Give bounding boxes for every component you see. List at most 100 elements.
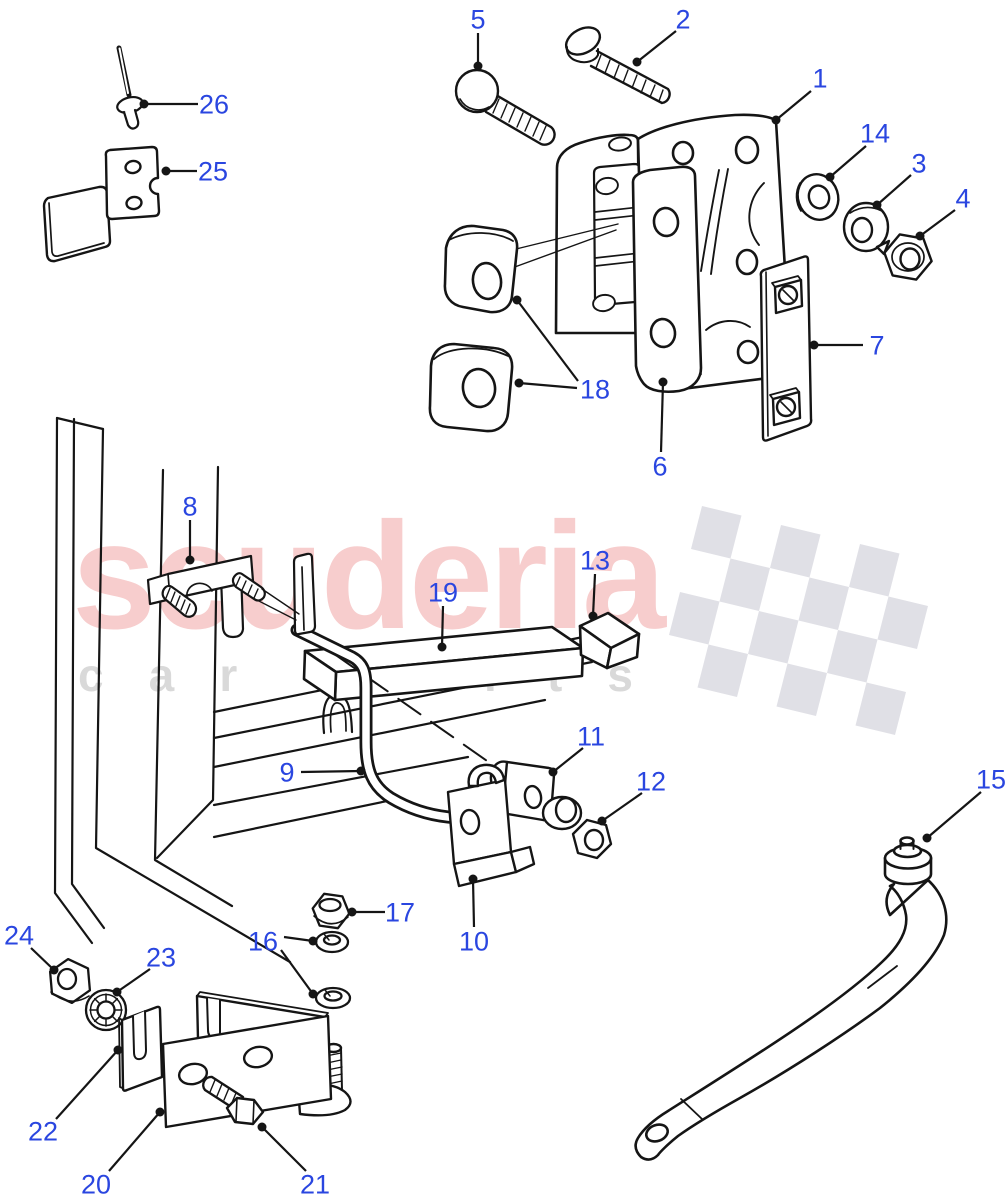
leader-line	[552, 747, 584, 773]
part-18-buffers	[428, 224, 519, 433]
callout-number: 17	[385, 898, 415, 928]
part-14-washer	[795, 173, 840, 221]
leader-line	[108, 1111, 161, 1172]
callout-2: 2	[632, 5, 691, 67]
callout-number: 19	[428, 578, 458, 608]
callout-number: 4	[955, 184, 970, 214]
callout-number: 13	[580, 546, 610, 576]
part-15-lever	[634, 836, 948, 1161]
part-3-nut	[842, 201, 891, 256]
leader-dot	[548, 767, 558, 777]
leader-line	[775, 90, 812, 121]
leader-line	[300, 769, 362, 774]
leader-dot	[356, 766, 366, 776]
leader-dot	[512, 295, 522, 305]
callout-number: 8	[182, 492, 197, 522]
leader-dot	[825, 172, 835, 182]
part-9-rod	[290, 623, 475, 826]
leader-line	[283, 935, 314, 943]
callout-24: 24	[4, 921, 59, 975]
leader-dot	[597, 816, 607, 826]
leader-line	[55, 1049, 119, 1120]
leader-line	[926, 791, 982, 839]
callout-20: 20	[81, 1107, 165, 1200]
callout-19: 19	[428, 578, 458, 652]
callout-number: 20	[81, 1170, 111, 1200]
leader-line	[636, 30, 677, 63]
part-24-flanged-nut	[48, 957, 92, 1005]
callout-8: 8	[182, 492, 198, 565]
callout-11: 11	[548, 722, 605, 777]
callout-10: 10	[459, 874, 489, 957]
leader-dot	[347, 907, 357, 917]
leader-dot	[308, 936, 318, 946]
callout-number: 24	[4, 921, 34, 951]
leader-dot	[809, 340, 819, 350]
leader-line	[471, 878, 476, 928]
flag-check	[669, 592, 720, 645]
watermark-layer: scuderia car parts	[72, 491, 928, 735]
leader-dot	[872, 200, 882, 210]
leader-line	[440, 605, 445, 648]
callout-16: 16	[248, 927, 318, 999]
part-5-screw	[454, 68, 556, 146]
callout-12: 12	[597, 767, 666, 826]
callout-number: 18	[580, 375, 610, 405]
callout-26: 26	[139, 90, 229, 120]
callout-22: 22	[28, 1045, 123, 1147]
leader-dot	[185, 555, 195, 565]
callout-15: 15	[922, 765, 1006, 843]
leader-dot	[588, 611, 598, 621]
callout-4: 4	[915, 184, 971, 241]
callout-14: 14	[825, 119, 890, 182]
callout-18: 18	[512, 295, 610, 405]
callout-number: 7	[869, 331, 884, 361]
leader-dot	[155, 1107, 165, 1117]
part-8-clamp-bracket	[146, 552, 317, 639]
callout-number: 23	[146, 943, 176, 973]
leader-dot	[473, 61, 483, 71]
leader-dot	[139, 99, 149, 109]
leader-line	[516, 299, 579, 382]
part-22-slotted-bracket	[118, 1005, 164, 1092]
callout-number: 11	[577, 722, 605, 752]
flag-check	[691, 506, 742, 559]
part-26-rivet	[116, 45, 144, 130]
flag-check	[855, 682, 906, 735]
leader-dot	[632, 57, 642, 67]
part-7-backing-plate	[759, 255, 813, 442]
bracket-top-tab	[467, 763, 506, 788]
part-2-bolt	[564, 26, 671, 105]
callout-6: 6	[652, 377, 668, 482]
lever-roller	[883, 836, 933, 886]
leader-line	[829, 145, 867, 178]
leader-line	[919, 209, 956, 237]
leader-line	[280, 949, 314, 995]
part-4-hex-nut	[883, 233, 933, 281]
flag-check	[798, 577, 849, 630]
flag-check	[776, 663, 827, 716]
callout-13: 13	[580, 546, 610, 621]
callout-23: 23	[112, 943, 176, 997]
leader-line	[601, 792, 643, 822]
leader-dot	[113, 1045, 123, 1055]
callout-number: 5	[470, 5, 485, 35]
callout-number: 22	[28, 1117, 58, 1147]
callout-number: 25	[198, 157, 228, 187]
leader-dot	[308, 989, 318, 999]
callout-number: 3	[911, 149, 926, 179]
leader-dot	[771, 115, 781, 125]
leader-line	[518, 381, 578, 390]
part-23-star-washer	[84, 988, 128, 1032]
flag-check	[849, 544, 900, 597]
flag-check	[719, 558, 770, 611]
flag-check	[770, 525, 821, 578]
flag-check	[748, 611, 799, 664]
callout-21: 21	[257, 1122, 330, 1200]
part-10-bracket	[446, 763, 536, 888]
leader-dot	[49, 965, 59, 975]
part-19-square-tube	[302, 625, 585, 702]
callout-number: 2	[675, 5, 690, 35]
